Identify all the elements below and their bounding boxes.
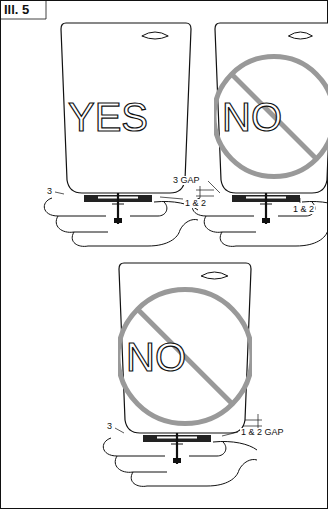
- callout-label: 3: [106, 422, 113, 431]
- verdict-text: YES: [68, 97, 148, 137]
- verdict-text: NO: [126, 337, 186, 377]
- callout-label: 3: [46, 187, 53, 196]
- figure-title: Ill. 5: [4, 3, 29, 16]
- title-rule: [0, 19, 46, 20]
- verdict-text: NO: [222, 97, 282, 137]
- callout-label: 3 GAP: [172, 176, 201, 185]
- tank-body: NO: [214, 22, 328, 194]
- callout-label: 1 & 2 GAP: [240, 428, 285, 437]
- tank-body: YES: [60, 22, 192, 194]
- tank-body: NO: [118, 262, 252, 434]
- leader-lines: [55, 181, 300, 436]
- callout-label: 1 & 2: [292, 205, 315, 214]
- title-rule: [46, 0, 47, 19]
- callout-label: 1 & 2: [184, 199, 207, 208]
